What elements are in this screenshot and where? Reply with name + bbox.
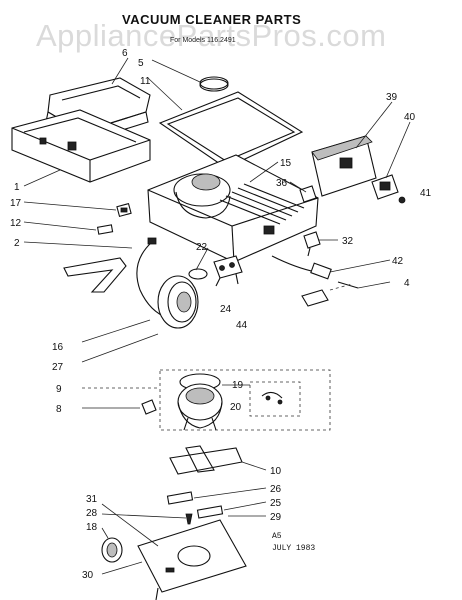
base-plate-part [137, 519, 247, 600]
callout-30: 30 [82, 570, 94, 581]
callout-10: 10 [270, 466, 282, 477]
callout-40: 40 [404, 112, 416, 123]
cord-motor-part [136, 237, 208, 329]
callout-18: 18 [86, 522, 98, 533]
callout-42: 42 [392, 256, 404, 267]
callout-44: 44 [236, 320, 248, 331]
filter-disk-part [199, 76, 229, 92]
callout-6: 6 [122, 48, 128, 59]
callout-32: 32 [342, 236, 354, 247]
side-panel-part [311, 135, 377, 197]
clip-4-part [301, 281, 359, 307]
callout-1: 1 [14, 182, 20, 193]
small-clip-17-part [116, 202, 132, 218]
diagram-title: VACUUM CLEANER PARTS [122, 12, 301, 27]
gasket-frame-part [158, 91, 304, 169]
switch-part [371, 174, 406, 204]
leader-lines [23, 57, 411, 575]
screw-part [185, 513, 193, 525]
clip-part [299, 185, 317, 203]
callout-19: 19 [232, 380, 244, 391]
base-tray-part [11, 109, 151, 183]
callout-24: 24 [220, 304, 232, 315]
power-cord-part [271, 231, 332, 280]
callout-16: 16 [52, 342, 64, 353]
connector-part [213, 255, 243, 287]
callout-2: 2 [14, 238, 20, 249]
pieces-26-25 [166, 491, 224, 519]
small-part-8 [141, 399, 157, 415]
small-clip-12-part [96, 224, 114, 235]
wheel-part [101, 537, 123, 563]
diagram-subtitle: For Models 116.2491 [170, 37, 236, 44]
callout-15: 15 [280, 158, 292, 169]
fan-part [169, 445, 243, 475]
watermark-text: AppliancePartsPros.com [36, 18, 386, 53]
callout-39: 39 [386, 92, 398, 103]
callout-29: 29 [270, 512, 282, 523]
callout-8: 8 [56, 404, 62, 415]
callout-36: 36 [276, 178, 288, 189]
footer-date: JULY 1983 [272, 544, 315, 553]
callout-25: 25 [270, 498, 282, 509]
callout-31: 31 [86, 494, 98, 505]
motor-assembly-part [177, 373, 223, 431]
callout-12: 12 [10, 218, 22, 229]
callout-22: 22 [196, 242, 208, 253]
callout-9: 9 [56, 384, 62, 395]
callout-28: 28 [86, 508, 98, 519]
callout-11: 11 [140, 76, 151, 87]
callout-17: 17 [10, 198, 22, 209]
motor-subassembly-box [159, 369, 331, 431]
callout-27: 27 [52, 362, 64, 373]
bracket-part [63, 257, 127, 293]
callout-41: 41 [420, 188, 432, 199]
callout-26: 26 [270, 484, 282, 495]
footer-code: A5 [272, 532, 282, 541]
main-housing-part [147, 154, 319, 263]
callout-20: 20 [230, 402, 242, 413]
callout-4: 4 [404, 278, 410, 289]
callout-5: 5 [138, 58, 144, 69]
